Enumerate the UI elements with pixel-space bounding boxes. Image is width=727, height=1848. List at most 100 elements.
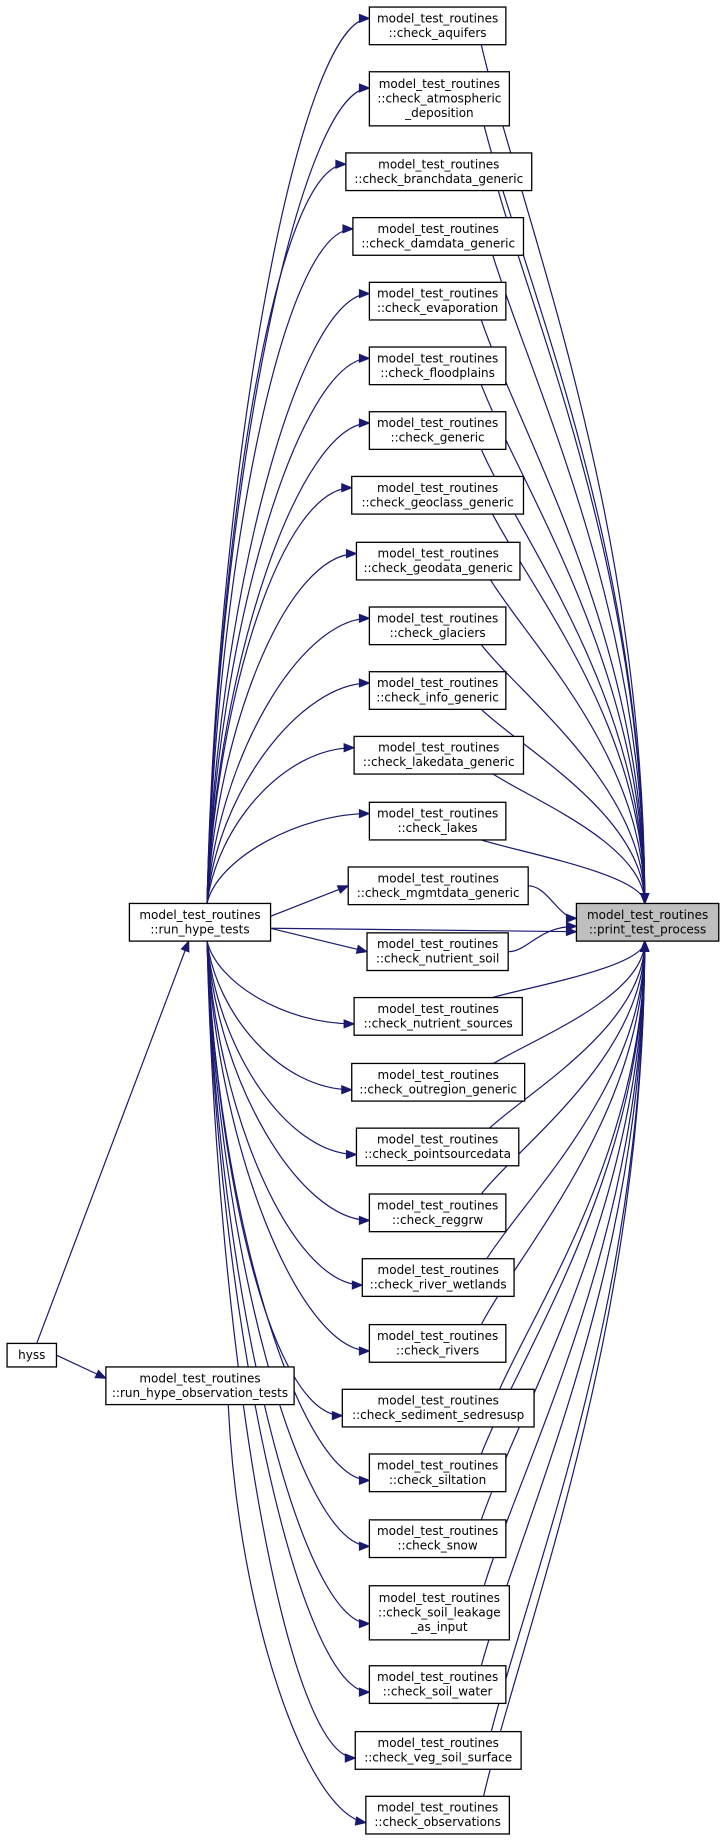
edge-line — [206, 941, 370, 1221]
node-routine-label: ::check_soil_water — [383, 1685, 493, 1699]
arrowhead-icon — [355, 944, 369, 954]
node-routine-label: ::check_soil_leakage — [378, 1606, 501, 1620]
edge-run_hype_tests-to-n2 — [206, 159, 348, 904]
node-check-geodata-generic[interactable]: model_test_routines::check_geodata_gener… — [355, 541, 521, 581]
node-check-generic[interactable]: model_test_routines::check_generic — [368, 411, 507, 451]
node-module-label: model_test_routines — [377, 807, 498, 821]
node-check-pointsourcedata[interactable]: model_test_routines::check_pointsourceda… — [355, 1127, 520, 1167]
node-check-soil-water[interactable]: model_test_routines::check_soil_water — [368, 1665, 507, 1705]
edge-n26-to-target — [490, 939, 650, 1732]
node-check-info-generic[interactable]: model_test_routines::check_info_generic — [368, 671, 507, 711]
node-check-nutrient-sources[interactable]: model_test_routines::check_nutrient_sour… — [353, 996, 523, 1036]
arrowhead-icon — [358, 13, 371, 24]
node-box — [353, 996, 523, 1036]
node-check-aquifers[interactable]: model_test_routines::check_aquifers — [368, 6, 507, 46]
edge-run_hype_tests-to-n6 — [206, 418, 371, 904]
node-check-snow[interactable]: model_test_routines::check_snow — [368, 1519, 507, 1559]
edge-line — [486, 941, 646, 1260]
edge-line — [206, 941, 363, 1286]
node-routine-label: ::check_evaporation — [377, 301, 498, 315]
node-run-hype-observation-tests[interactable]: model_test_routines::run_hype_observatio… — [105, 1366, 295, 1406]
edge-run_hype_tests-to-n12 — [206, 808, 371, 904]
node-check-evaporation[interactable]: model_test_routines::check_evaporation — [368, 281, 507, 321]
node-module-label: model_test_routines — [139, 1371, 260, 1385]
edge-line — [206, 293, 370, 904]
node-routine-label: ::check_siltation — [389, 1473, 486, 1487]
node-check-geoclass-generic[interactable]: model_test_routines::check_geoclass_gene… — [351, 475, 525, 515]
edge-line — [206, 941, 343, 1417]
edge-run_obs-to-n27 — [227, 1404, 368, 1826]
edge-line — [480, 708, 646, 904]
edge-run_hype_tests-to-n13 — [270, 885, 350, 917]
edge-line — [497, 190, 646, 904]
node-check-floodplains[interactable]: model_test_routines::check_floodplains — [368, 346, 507, 386]
node-check-outregion-generic[interactable]: model_test_routines::check_outregion_gen… — [351, 1062, 526, 1102]
edge-line — [492, 255, 646, 904]
node-routine-label: ::check_observations — [374, 1815, 500, 1829]
nodes-layer: model_test_routines::print_test_processh… — [6, 6, 720, 1835]
edge-n27-to-target — [482, 939, 650, 1797]
node-box — [355, 1127, 520, 1167]
arrowhead-icon — [358, 678, 371, 688]
node-box — [368, 6, 507, 46]
edge-line — [206, 682, 370, 904]
edge-line — [206, 940, 355, 1025]
node-routine-label: ::check_damdata_generic — [361, 236, 515, 250]
node-routine-label: ::run_hype_tests — [150, 922, 249, 936]
node-box — [6, 1342, 58, 1368]
node-box — [365, 1795, 511, 1835]
edge-run_hype_tests-to-n7 — [206, 482, 354, 904]
node-check-siltation[interactable]: model_test_routines::check_siltation — [368, 1453, 507, 1493]
node-check-mgmtdata-generic[interactable]: model_test_routines::check_mgmtdata_gene… — [347, 866, 529, 906]
node-run-hype-tests[interactable]: model_test_routines::run_hype_tests — [128, 902, 272, 942]
node-check-lakes[interactable]: model_test_routines::check_lakes — [368, 801, 507, 841]
node-module-label: model_test_routines — [378, 1068, 499, 1082]
node-routine-label: ::print_test_process — [589, 922, 706, 936]
node-module-label: model_test_routines — [377, 1801, 498, 1815]
node-check-lakedata-generic[interactable]: model_test_routines::check_lakedata_gene… — [353, 735, 525, 775]
node-module-label: model_test_routines — [377, 1524, 498, 1538]
node-module-label: model_test_routines — [377, 287, 498, 301]
node-print-test-process[interactable]: model_test_routines::print_test_process — [575, 902, 720, 942]
node-check-river-wetlands[interactable]: model_test_routines::check_river_wetland… — [361, 1258, 515, 1298]
node-box — [347, 866, 529, 906]
node-module-label: model_test_routines — [378, 1394, 499, 1408]
node-box — [366, 932, 509, 972]
node-check-soil-leakage-as-input[interactable]: model_test_routines::check_soil_leakage_… — [368, 1585, 511, 1641]
node-module-label: model_test_routines — [378, 222, 499, 236]
node-box — [368, 1585, 511, 1641]
node-check-glaciers[interactable]: model_test_routines::check_glaciers — [368, 606, 507, 646]
node-module-label: model_test_routines — [587, 908, 708, 922]
node-check-sediment-sedresusp[interactable]: model_test_routines::check_sediment_sedr… — [341, 1388, 535, 1428]
node-routine-label: ::check_reggrw — [392, 1213, 483, 1227]
edge-line — [489, 941, 646, 1129]
node-check-nutrient-soil[interactable]: model_test_routines::check_nutrient_soil — [366, 932, 509, 972]
node-module-label: model_test_routines — [378, 1002, 499, 1016]
node-hyss[interactable]: hyss — [6, 1342, 58, 1368]
node-routine-label: ::check_aquifers — [389, 26, 487, 40]
edge-line — [493, 941, 646, 1064]
edge-line — [206, 941, 352, 1091]
node-box — [368, 411, 507, 451]
edge-line — [508, 925, 577, 953]
edge-n2-to-target — [497, 190, 650, 905]
edge-run_hype_tests-to-n19 — [206, 941, 364, 1290]
arrowhead-icon — [331, 1410, 344, 1421]
node-check-reggrw[interactable]: model_test_routines::check_reggrw — [368, 1193, 507, 1233]
edge-n14-to-target — [508, 921, 578, 953]
node-box — [105, 1366, 295, 1406]
node-check-observations[interactable]: model_test_routines::check_observations — [365, 1795, 511, 1835]
node-check-damdata-generic[interactable]: model_test_routines::check_damdata_gener… — [352, 216, 525, 256]
node-check-branchdata-generic[interactable]: model_test_routines::check_branchdata_ge… — [345, 152, 533, 192]
node-module-label: model_test_routines — [377, 1198, 498, 1212]
node-check-rivers[interactable]: model_test_routines::check_rivers — [368, 1323, 507, 1363]
edge-run_hype_tests-to-n21 — [206, 941, 344, 1421]
node-check-veg-soil-surface[interactable]: model_test_routines::check_veg_soil_surf… — [354, 1730, 522, 1770]
edge-hyss-to-run_obs — [56, 1354, 108, 1379]
node-routine-label: ::check_mgmtdata_generic — [357, 886, 520, 900]
node-box — [368, 1323, 507, 1363]
node-check-atmospheric-deposition[interactable]: model_test_routines::check_atmospheric_d… — [368, 71, 511, 127]
edge-run_hype_tests-to-n1 — [206, 83, 371, 904]
edge-line — [206, 941, 357, 1156]
node-module-label: model_test_routines — [139, 908, 260, 922]
